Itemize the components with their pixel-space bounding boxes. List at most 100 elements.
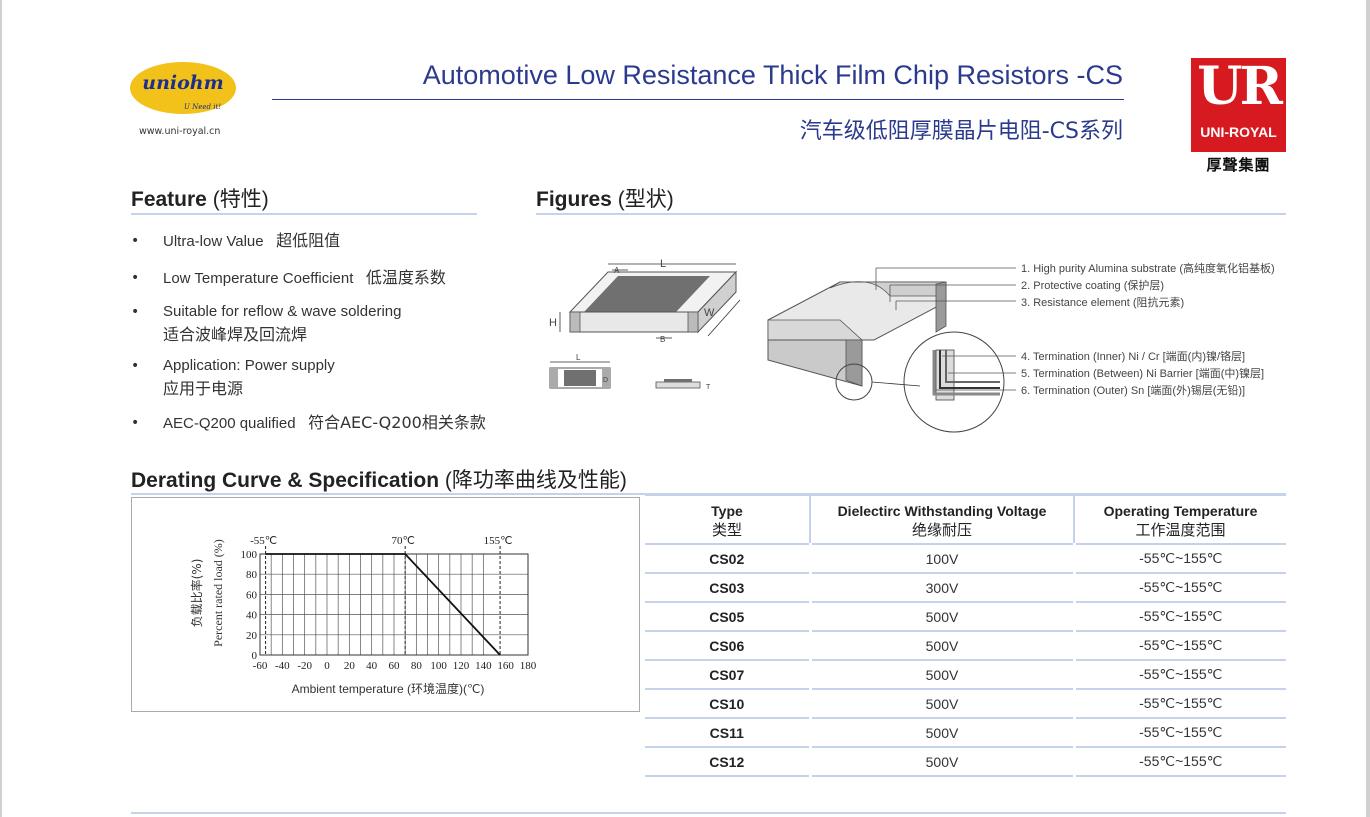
cell-type: CS12: [645, 747, 810, 777]
feature-heading-en: Feature: [131, 188, 207, 211]
feature-item-cn: 应用于电源: [163, 379, 244, 398]
cell-temp: -55℃~155℃: [1074, 573, 1286, 603]
col-header-cn: 工作温度范围: [1135, 522, 1226, 539]
derating-series: [265, 553, 501, 656]
feature-item-en: Low Temperature Coefficient: [163, 270, 354, 287]
cell-temp: -55℃~155℃: [1074, 544, 1286, 574]
x-tick-label: 120: [453, 660, 470, 672]
cell-voltage: 500V: [808, 602, 1076, 632]
cell-temp: -55℃~155℃: [1074, 747, 1286, 777]
feature-item: AEC-Q200 qualified 符合AEC-Q200相关条款: [163, 411, 486, 435]
feature-rule: [131, 213, 477, 215]
feature-heading-cn: (特性): [212, 188, 269, 211]
next-section-rule: [131, 812, 1286, 814]
callout-2: 2. Protective coating (保护层): [1021, 278, 1164, 292]
y-tick-label: 60: [246, 589, 258, 601]
y-tick-label: 100: [241, 549, 258, 561]
callout-1: 1. High purity Alumina substrate (高纯度氧化铝…: [1021, 261, 1275, 275]
cell-voltage: 300V: [808, 573, 1076, 603]
logo-tagline: U Need it!: [184, 103, 222, 111]
dim-d-label: D: [603, 377, 608, 384]
uni-royal-logo: [1191, 58, 1286, 152]
cell-temp: -55℃~155℃: [1074, 602, 1286, 632]
derating-heading-en: Derating Curve & Specification: [131, 469, 440, 492]
col-header-en: Operating Temperature: [1103, 503, 1258, 519]
cell-type: CS11: [645, 718, 810, 748]
dim-b-label: B: [660, 335, 665, 344]
brand-name-cn: 厚聲集團: [1206, 156, 1271, 174]
x-tick-label: 180: [520, 660, 537, 672]
cell-type: CS03: [645, 573, 810, 603]
scrollbar-track[interactable]: [1366, 0, 1370, 817]
y-axis-label: Percent rated load (%): [211, 539, 225, 647]
cell-temp: -55℃~155℃: [1074, 660, 1286, 690]
figures-rule: [536, 213, 1286, 215]
x-tick-label: 40: [366, 660, 378, 672]
x-tick-label: -40: [275, 660, 290, 672]
feature-item: Ultra-low Value 超低阻值: [163, 229, 340, 253]
derating-heading-cn: (降功率曲线及性能): [444, 469, 627, 492]
figures-heading: Figures (型状): [536, 183, 674, 213]
x-tick-label: 0: [324, 660, 330, 672]
cell-voltage: 500V: [808, 718, 1076, 748]
derating-heading: Derating Curve & Specification (降功率曲线及性能…: [131, 464, 627, 494]
resistive-layer: [584, 276, 710, 312]
x-tick-label: 140: [475, 660, 492, 672]
feature-item-cn: 适合波峰焊及回流焊: [163, 325, 308, 344]
logo-text: uniohm: [142, 72, 224, 94]
cell-type: CS10: [645, 689, 810, 719]
website-link[interactable]: www.uni-royal.cn: [139, 126, 221, 137]
chip-3d-drawing: [559, 263, 741, 339]
cell-voltage: 500V: [808, 660, 1076, 690]
bullet: •: [131, 233, 140, 249]
dim-l-label: L: [660, 258, 666, 270]
col-header-en: Type: [711, 503, 743, 519]
dim-l2-label: L: [576, 353, 581, 362]
chip-side-view: [655, 379, 701, 389]
cross-section-drawing: [767, 281, 1005, 433]
callout-3: 3. Resistance element (阻抗元素): [1021, 295, 1184, 309]
feature-item: Low Temperature Coefficient 低温度系数: [163, 266, 446, 290]
page-title-cn: 汽车级低阻厚膜晶片电阻-CS系列: [799, 119, 1123, 144]
x-tick-label: 100: [430, 660, 447, 672]
x-tick-label: -60: [253, 660, 268, 672]
brand-mark: UR: [1197, 56, 1283, 117]
feature-item: Application: Power supply 应用于电源: [163, 354, 335, 401]
col-header-en: Dielectirc Withstanding Voltage: [837, 503, 1047, 519]
cell-type: CS05: [645, 602, 810, 632]
x-axis-label: Ambient temperature (环境温度)(℃): [292, 681, 485, 696]
feature-item-cn: 符合AEC-Q200相关条款: [308, 413, 486, 432]
resistor-figures: L H W A B L D T 1.: [549, 258, 1275, 433]
bullet: •: [131, 304, 140, 320]
cell-temp: -55℃~155℃: [1074, 631, 1286, 661]
figures-heading-en: Figures: [536, 188, 612, 211]
feature-heading: Feature (特性): [131, 183, 269, 213]
bullet: •: [131, 415, 140, 431]
chip-top-view: [549, 361, 611, 389]
marker-label: -55℃: [250, 535, 277, 547]
feature-item: Suitable for reflow & wave soldering 适合波…: [163, 300, 401, 347]
page-edge-left: [0, 0, 2, 817]
feature-item-cn: 低温度系数: [365, 268, 446, 287]
x-tick-label: 20: [344, 660, 356, 672]
y-tick-label: 0: [252, 650, 258, 662]
col-header-temp: Operating Temperature 工作温度范围: [1074, 494, 1286, 545]
x-tick-label: 80: [411, 660, 423, 672]
cell-voltage: 500V: [808, 689, 1076, 719]
dim-h-label: H: [549, 317, 557, 329]
x-tick-label: -20: [297, 660, 312, 672]
cell-type: CS07: [645, 660, 810, 690]
x-tick-label: 160: [497, 660, 514, 672]
dim-w-label: W: [704, 307, 715, 319]
brand-name: UNI-ROYAL: [1200, 124, 1277, 140]
